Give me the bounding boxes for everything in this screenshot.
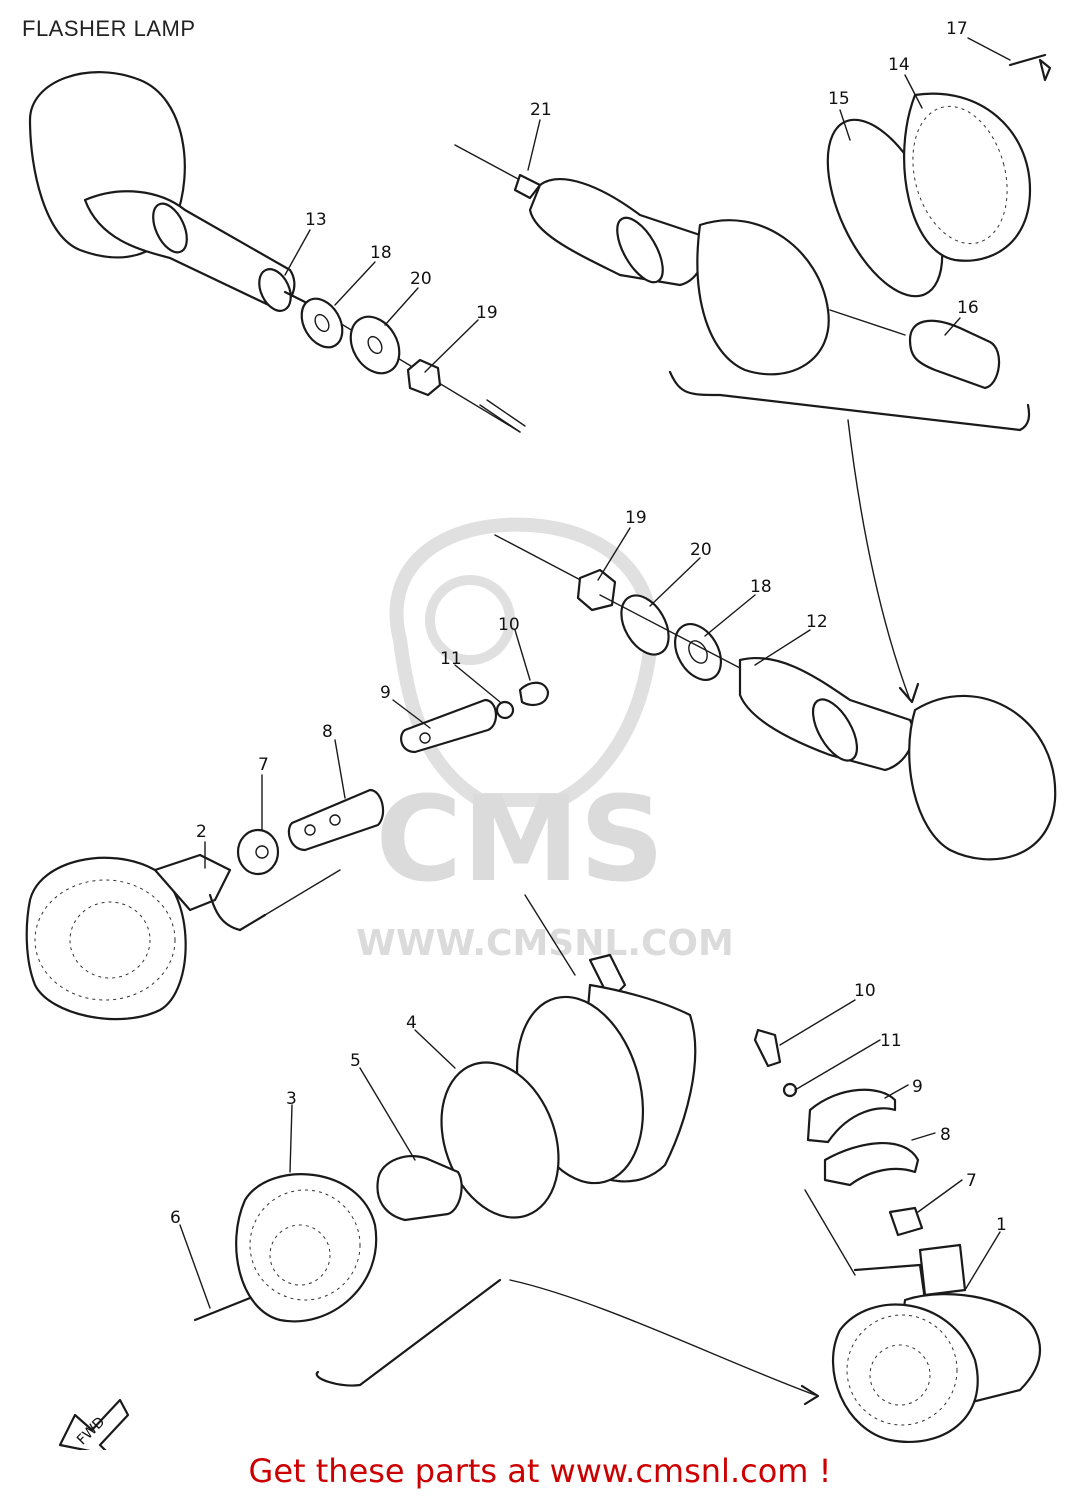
callout-2: 2 (196, 822, 207, 842)
flasher-lower-exploded (193, 894, 820, 1406)
callout-7-middle: 7 (258, 755, 269, 775)
callout-15: 15 (828, 89, 850, 109)
callout-19-middle: 19 (625, 508, 647, 528)
flasher-upper-left (28, 71, 526, 433)
callout-18-upper: 18 (370, 243, 392, 263)
callout-6: 6 (170, 1208, 181, 1228)
callout-19-upper: 19 (476, 303, 498, 323)
callout-21: 21 (530, 100, 552, 120)
get-parts-link[interactable]: Get these parts at www.cmsnl.com ! (248, 1452, 832, 1490)
callout-8-middle: 8 (322, 722, 333, 742)
callout-16: 16 (957, 298, 979, 318)
callout-11-middle: 11 (440, 649, 462, 669)
callout-9-middle: 9 (380, 683, 391, 703)
callout-1: 1 (996, 1215, 1007, 1235)
callout-5: 5 (350, 1051, 361, 1071)
callout-13: 13 (305, 210, 327, 230)
callout-10-lower: 10 (854, 981, 876, 1001)
leader-arrow-upper (847, 419, 911, 701)
callout-11-lower: 11 (880, 1031, 902, 1051)
callout-20-upper: 20 (410, 269, 432, 289)
watermark: CMS WWW.CMSNL.COM (356, 517, 734, 964)
callout-12: 12 (806, 612, 828, 632)
flasher-lower-right (753, 1028, 1042, 1443)
forward-direction-arrow: FWD (58, 1398, 130, 1450)
callout-3: 3 (286, 1089, 297, 1109)
page-title: FLASHER LAMP (22, 16, 196, 41)
arrow-head-upper (898, 682, 920, 704)
callout-10-middle: 10 (498, 615, 520, 635)
washer-set-upper (300, 297, 442, 397)
callout-8-lower: 8 (940, 1125, 951, 1145)
flasher-upper-right (454, 53, 1052, 432)
callout-18-middle: 18 (750, 577, 772, 597)
watermark-brand: CMS (375, 770, 664, 908)
callout-labels: 21 17 14 15 13 18 20 19 16 19 20 18 12 1… (170, 19, 1007, 1235)
callout-7-lower: 7 (966, 1171, 977, 1191)
leader-lines (179, 37, 1011, 1309)
flasher-middle-left (25, 681, 550, 1021)
callout-4: 4 (406, 1013, 417, 1033)
callout-9-lower: 9 (912, 1077, 923, 1097)
flasher-middle-right (494, 534, 1057, 861)
callout-14: 14 (888, 55, 910, 75)
callout-20-middle: 20 (690, 540, 712, 560)
watermark-url: WWW.CMSNL.COM (356, 923, 734, 964)
exploded-parts-diagram: CMS WWW.CMSNL.COM (25, 19, 1057, 1450)
watermark-mascot (389, 517, 659, 807)
watermark-mascot-head (425, 575, 515, 665)
callout-17: 17 (946, 19, 968, 39)
